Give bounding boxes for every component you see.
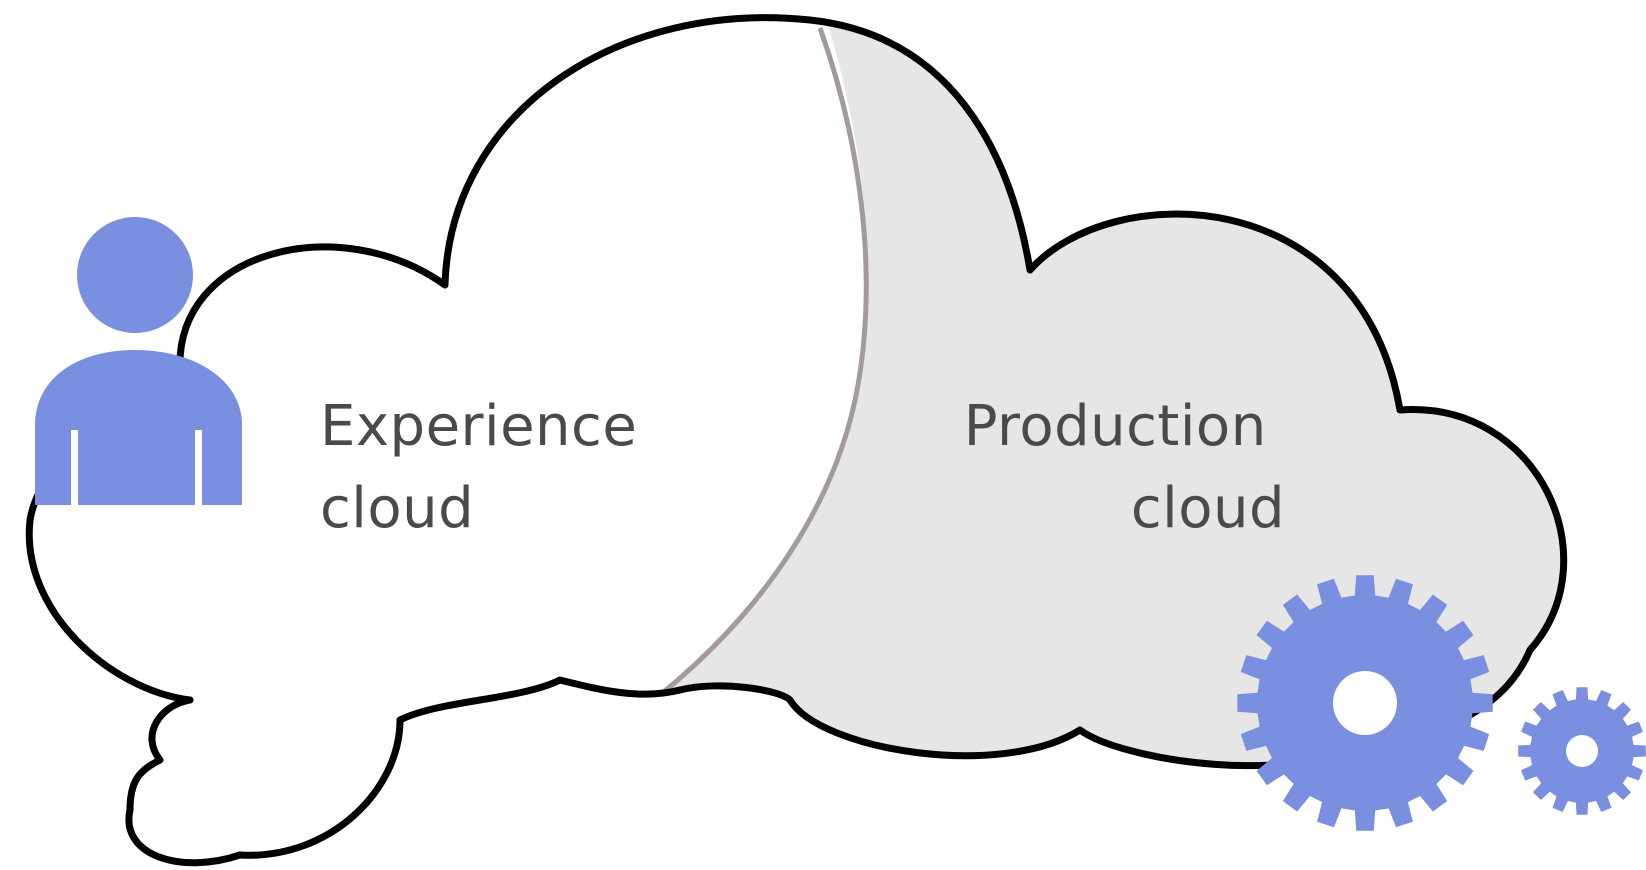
- gear-hole: [1566, 735, 1598, 767]
- production-label-line1: Production: [964, 394, 1267, 459]
- gear-hole: [1333, 671, 1397, 735]
- gear-icon-large: [1237, 575, 1493, 831]
- experience-label-line2: cloud: [320, 476, 474, 541]
- gear-icon-small: [1518, 687, 1646, 815]
- cloud-divider: [658, 27, 869, 697]
- experience-cloud-label: Experience cloud: [320, 394, 656, 541]
- production-label-line2: cloud: [1131, 476, 1285, 541]
- person-icon: [35, 217, 242, 505]
- cloud-outline: [25, 14, 1568, 867]
- production-cloud-label: Production cloud: [964, 394, 1285, 541]
- experience-label-line1: Experience: [320, 394, 637, 459]
